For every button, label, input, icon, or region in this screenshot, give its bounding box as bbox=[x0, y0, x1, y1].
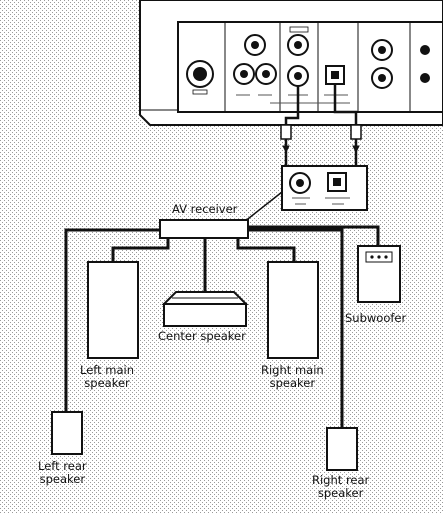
av-receiver-box bbox=[159, 219, 249, 239]
right-rear-speaker-label-line2: speaker bbox=[317, 486, 364, 500]
left-main-speaker bbox=[87, 261, 139, 359]
right-rear-speaker bbox=[326, 427, 358, 471]
left-main-speaker-label-line2: speaker bbox=[84, 376, 130, 390]
subwoofer bbox=[357, 245, 401, 303]
left-rear-speaker-label-line2: speaker bbox=[39, 472, 86, 486]
right-main-speaker-label-line2: speaker bbox=[269, 376, 316, 390]
center-speaker bbox=[161, 291, 249, 327]
receiver-callout-line bbox=[243, 191, 283, 223]
left-rear-speaker-label-line1: Left rear bbox=[38, 459, 87, 473]
left-main-speaker-label-line1: Left main bbox=[80, 363, 135, 377]
right-main-speaker-label-line1: Right main bbox=[261, 363, 324, 377]
center-speaker-label: Center speaker bbox=[158, 329, 246, 343]
right-rear-speaker-label: Right rear speaker bbox=[312, 474, 369, 500]
av-receiver-label: AV receiver bbox=[172, 202, 238, 216]
left-rear-speaker-label: Left rear speaker bbox=[38, 460, 87, 486]
speaker-wires bbox=[64, 225, 380, 428]
digital-audio-cables bbox=[280, 84, 362, 180]
left-rear-speaker bbox=[51, 411, 83, 455]
receiver-input-panel bbox=[281, 165, 368, 211]
right-main-speaker bbox=[267, 261, 319, 359]
player-rear-panel bbox=[139, 0, 443, 126]
right-main-speaker-label: Right main speaker bbox=[261, 364, 324, 390]
right-rear-speaker-label-line1: Right rear bbox=[312, 473, 370, 487]
subwoofer-label: Subwoofer bbox=[345, 311, 407, 325]
left-main-speaker-label: Left main speaker bbox=[80, 364, 134, 390]
